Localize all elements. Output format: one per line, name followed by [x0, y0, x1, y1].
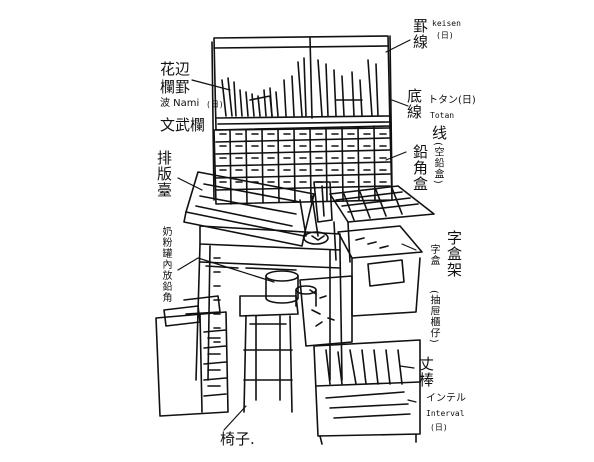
- interval-kana: インテル: [426, 393, 466, 404]
- interval-romaji: Interval: [426, 409, 465, 418]
- composing-board: [183, 171, 333, 247]
- type-case-cabinet: [213, 125, 393, 205]
- case-rack: [299, 185, 435, 347]
- sen-label: 线: [432, 124, 448, 142]
- stool: [239, 295, 299, 413]
- interval-shelf: [313, 339, 421, 445]
- work-table: [195, 225, 343, 381]
- keisen-tag: (日): [436, 31, 454, 40]
- interval-label: 丈棒: [417, 356, 435, 388]
- milk-can-label: 奶粉罐內放鉛角: [160, 226, 171, 303]
- keisen-romaji: keisen: [432, 19, 461, 28]
- leader-lines: [177, 39, 417, 431]
- interval-tag: (日): [430, 423, 448, 432]
- stool-label: 椅子.: [220, 430, 255, 448]
- bunbu-label: 文武欄: [160, 116, 206, 134]
- milk-powder-cans: [265, 270, 317, 307]
- totan-label: トタン(日): [428, 95, 476, 106]
- nami-label: 波 Nami: [160, 98, 200, 109]
- jiban-label: 字盒架: [445, 230, 463, 278]
- small-drawer-cabinet: [155, 295, 229, 417]
- hanagata-label: 花辺: [160, 60, 191, 78]
- totan-romaji: Totan: [430, 111, 455, 120]
- kakomi-label: 欄罫: [160, 78, 191, 96]
- sokusen-label: 底線: [405, 88, 423, 120]
- jiban-sub-label: 字盒: [428, 244, 439, 266]
- enkaku-note: (空鉛盒): [432, 142, 443, 185]
- haihan-label: 排版臺: [155, 150, 173, 198]
- keisen-label: 罫線: [411, 18, 429, 50]
- bookshelf: [211, 35, 393, 201]
- jiban-note: (抽屉櫃仔): [428, 290, 439, 344]
- nami-tag: (日): [206, 100, 224, 109]
- enkaku-label: 鉛角盒: [411, 144, 429, 192]
